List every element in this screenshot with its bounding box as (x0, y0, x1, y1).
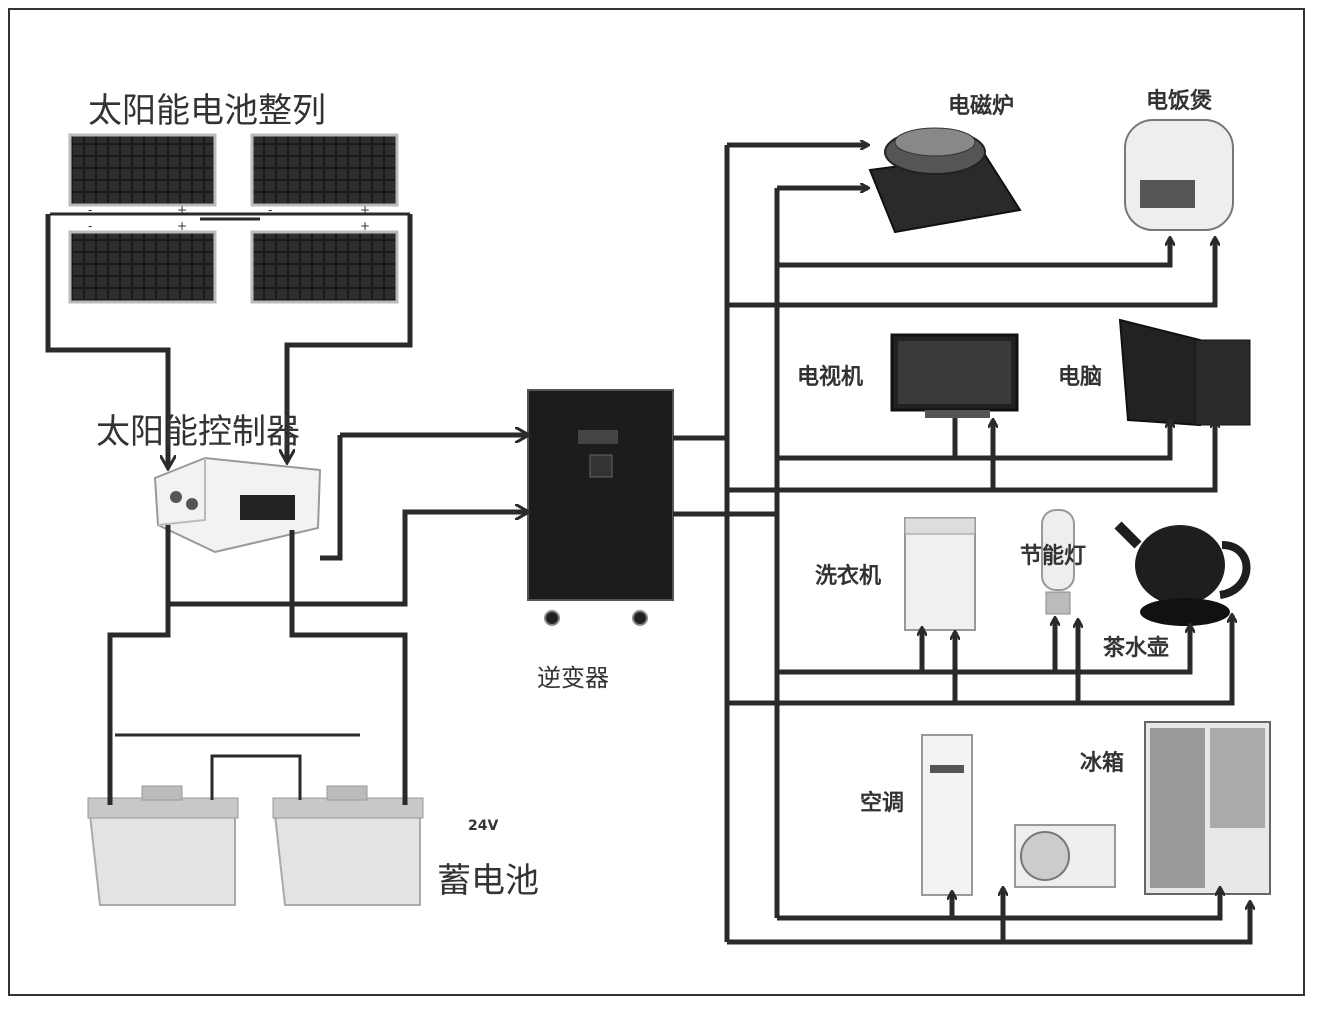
battery-bank (87, 733, 424, 906)
fridge-label: 冰箱 (1080, 750, 1124, 776)
panel-sign: + (360, 219, 370, 233)
washing-machine-label: 洗衣机 (815, 563, 881, 589)
tv-image (890, 333, 1019, 418)
computer-image (1118, 318, 1251, 427)
lamp-label: 节能灯 (1020, 543, 1086, 569)
inverter-label: 逆变器 (537, 664, 609, 692)
controller-label: 太阳能控制器 (96, 412, 300, 452)
voltage-label: 24V (468, 818, 498, 834)
ac-wiring (673, 145, 1250, 945)
rice-cooker-label: 电饭煲 (1146, 88, 1213, 114)
kettle-label: 茶水壶 (1103, 636, 1169, 661)
panel-sign: - (88, 219, 92, 233)
energy-saving-lamp-image (1041, 509, 1075, 615)
air-conditioner-label: 空调 (860, 790, 904, 816)
panel-sign: - (88, 203, 92, 217)
solar-panel-array (50, 133, 410, 304)
induction-cooker-image (868, 127, 1022, 234)
panel-polarity-signs: - + + - + - + (88, 203, 370, 233)
panel-sign: + (177, 219, 187, 233)
induction-cooker-label: 电磁炉 (948, 93, 1014, 119)
air-conditioner-indoor-image (921, 734, 973, 896)
panel-sign: - (268, 203, 272, 217)
fridge-image (1144, 721, 1271, 895)
solar-controller (153, 456, 322, 554)
solar-array-label: 太阳能电池整列 (88, 91, 326, 131)
inverter-unit (527, 389, 674, 626)
battery-label: 蓄电池 (437, 861, 539, 901)
rice-cooker-image (1124, 119, 1234, 231)
air-conditioner-outdoor-image (1014, 824, 1116, 888)
panel-sign: + (360, 203, 370, 217)
solar-panel (68, 133, 217, 207)
tv-label: 电视机 (797, 364, 863, 390)
solar-panel (68, 230, 217, 304)
dc-wiring (45, 214, 528, 805)
panel-sign: + (177, 203, 187, 217)
tea-kettle-image (1114, 521, 1251, 626)
washing-machine-image (904, 517, 976, 631)
computer-label: 电脑 (1058, 364, 1102, 390)
solar-panel (250, 230, 399, 304)
solar-panel (250, 133, 399, 207)
